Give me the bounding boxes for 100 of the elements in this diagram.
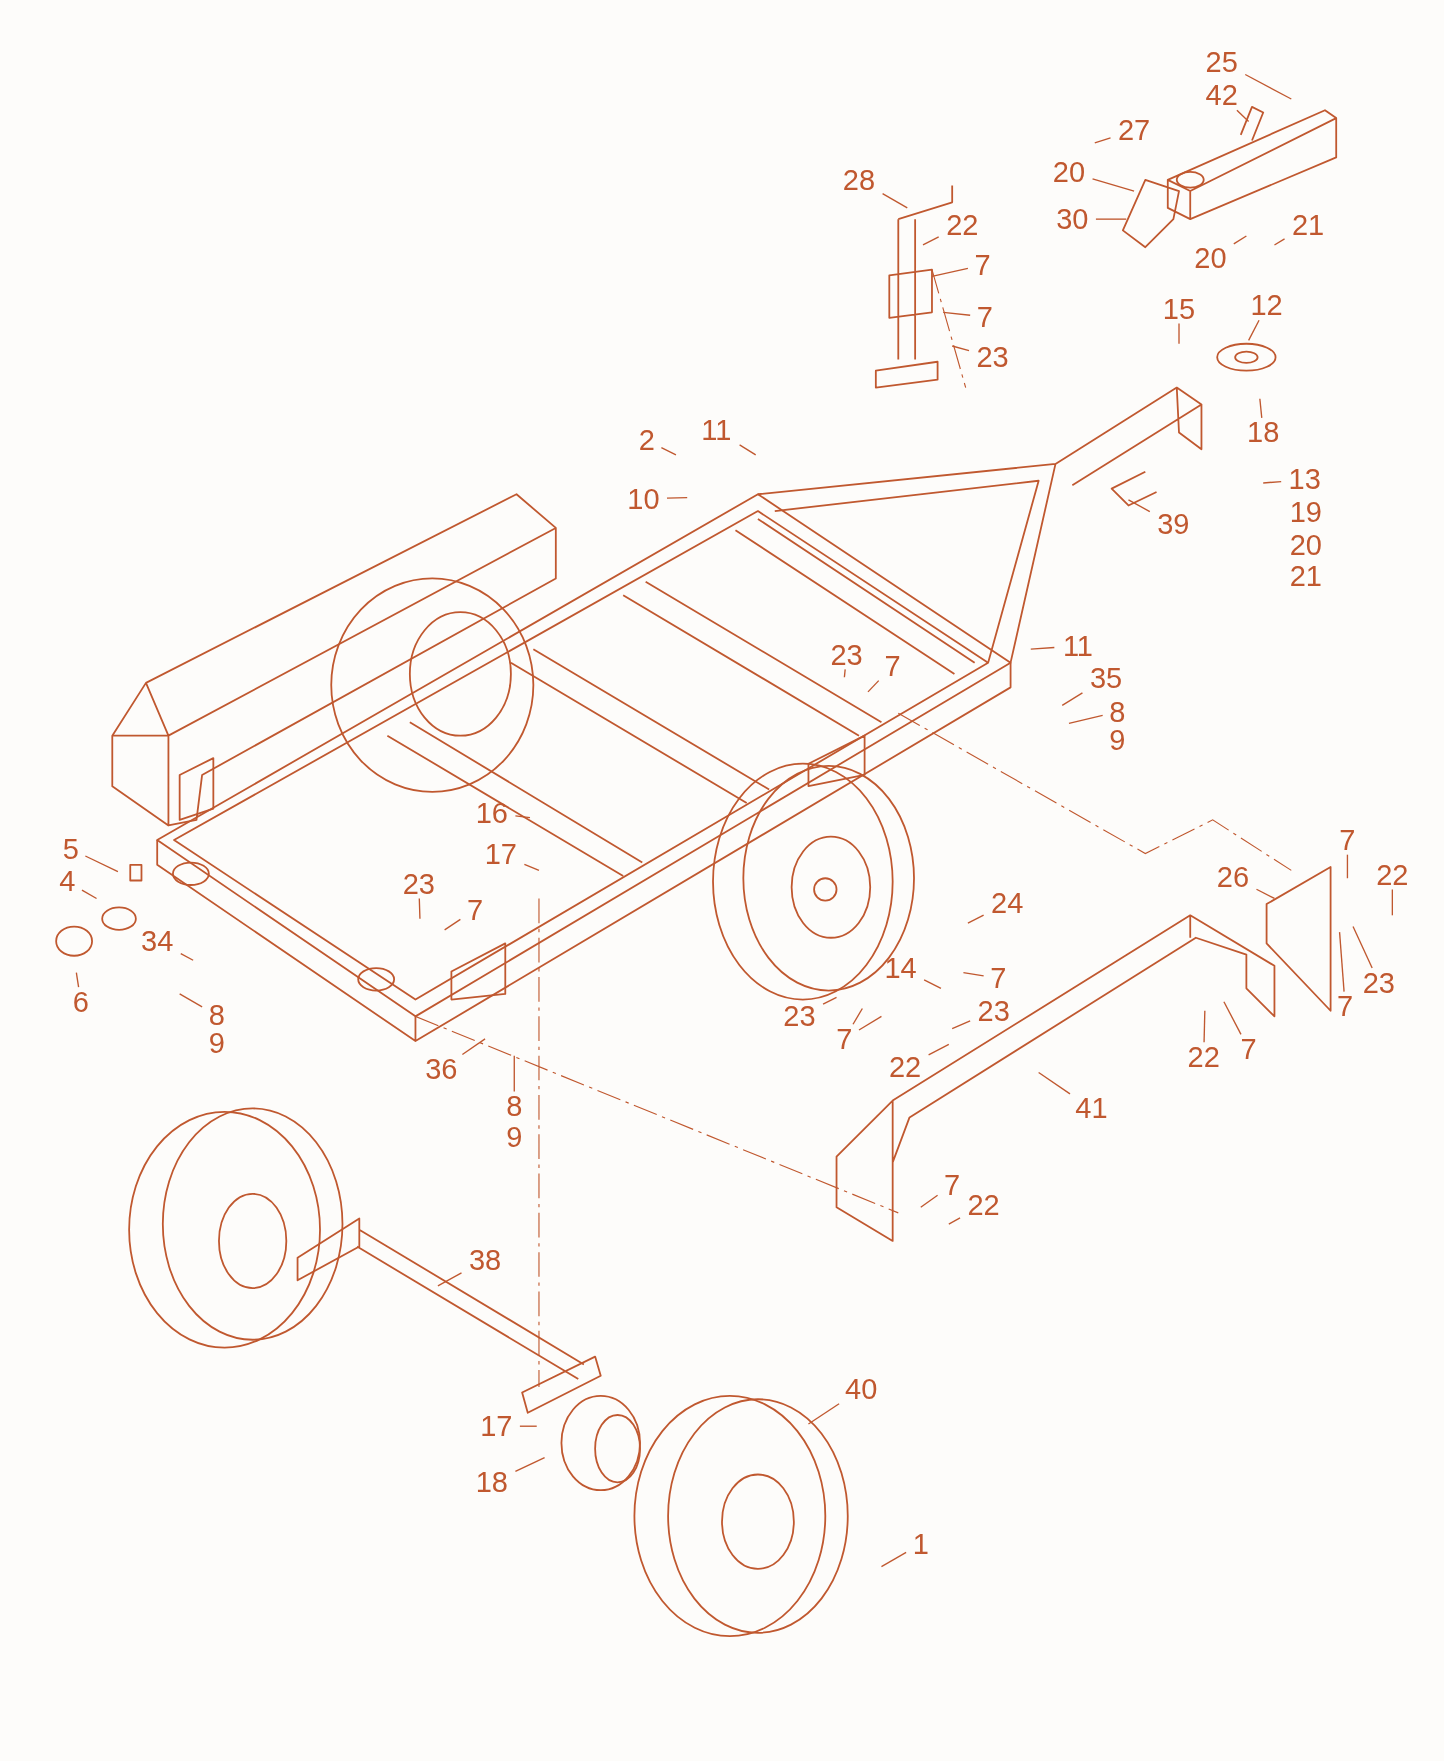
leader-line <box>179 993 203 1008</box>
callout-number: 13 <box>1288 464 1321 494</box>
leader-line <box>927 1043 950 1056</box>
leader-line <box>660 446 677 456</box>
leader-line <box>922 236 940 246</box>
callout-number: 20 <box>1289 530 1322 560</box>
leader-line <box>443 918 462 931</box>
callout-number: 40 <box>845 1374 878 1404</box>
callout-number: 7 <box>990 963 1007 993</box>
leader-line <box>75 971 80 988</box>
leader-line <box>1352 925 1373 969</box>
callout-number: 8 <box>506 1091 523 1121</box>
leader-line <box>822 996 838 1005</box>
callout-number: 18 <box>1247 417 1280 447</box>
callout-number: 38 <box>468 1245 502 1275</box>
callout-number: 9 <box>506 1122 523 1152</box>
callout-number: 23 <box>783 1001 816 1031</box>
leader-line <box>84 855 119 873</box>
leader-line <box>1037 1071 1071 1095</box>
leader-line <box>923 979 942 989</box>
leader-line <box>1255 888 1276 900</box>
callout-number: 35 <box>1089 663 1123 693</box>
callout-number: 7 <box>1240 1034 1257 1064</box>
leader-line <box>1346 854 1349 879</box>
callout-number: 17 <box>484 840 517 869</box>
leader-line <box>1262 480 1282 484</box>
leader-line <box>437 1272 463 1287</box>
callout-number: 7 <box>1337 991 1354 1021</box>
leader-line <box>867 679 880 693</box>
callout-number: 25 <box>1205 47 1238 77</box>
callout-number: 42 <box>1205 80 1238 110</box>
callout-number: 19 <box>1289 497 1322 527</box>
callout-number: 34 <box>141 926 174 956</box>
leader-line <box>931 267 969 278</box>
callout-number: 23 <box>402 869 435 899</box>
leader-line <box>858 1015 883 1031</box>
leader-line <box>513 1055 515 1093</box>
leader-line <box>81 889 98 900</box>
leader-line <box>514 1456 546 1472</box>
callout-number: 7 <box>976 302 993 332</box>
leader-line <box>1178 322 1180 345</box>
leader-line <box>1030 646 1056 650</box>
leader-line <box>942 311 971 316</box>
callout-number: 7 <box>974 250 991 280</box>
callout-number: 22 <box>888 1052 922 1082</box>
callout-number: 36 <box>425 1054 458 1084</box>
callout-number: 15 <box>1162 294 1196 324</box>
callout-number: 17 <box>480 1411 513 1441</box>
callout-number: 1 <box>912 1529 929 1559</box>
leader-line <box>738 444 757 456</box>
callout-number: 39 <box>1157 509 1190 539</box>
callout-number: 10 <box>627 484 660 514</box>
leader-line <box>1391 888 1394 916</box>
callout-number: 11 <box>701 415 732 445</box>
callout-number: 23 <box>977 996 1010 1026</box>
callout-number: 4 <box>59 866 76 896</box>
callout-number: 23 <box>1362 968 1395 997</box>
leader-line <box>1273 238 1286 246</box>
callout-number: 8 <box>208 1000 225 1030</box>
leader-line <box>951 1020 971 1030</box>
callout-number: 6 <box>72 987 89 1017</box>
callout-number: 12 <box>1250 290 1283 320</box>
callout-number: 23 <box>830 640 863 670</box>
callout-number: 27 <box>1117 115 1151 145</box>
leader-line <box>1247 319 1260 342</box>
callout-number: 5 <box>62 834 79 864</box>
leader-line <box>1127 499 1151 513</box>
callout-number: 23 <box>976 342 1009 372</box>
callout-number: 7 <box>944 1170 961 1200</box>
callout-number: 9 <box>1109 725 1126 755</box>
callout-number: 22 <box>967 1190 1000 1220</box>
leader-line <box>519 1425 538 1427</box>
leader-line <box>514 815 531 819</box>
callout-number: 30 <box>1056 204 1089 234</box>
leader-line <box>1233 235 1248 245</box>
leader-line <box>180 953 194 961</box>
leader-line <box>951 345 970 352</box>
callout-number: 14 <box>884 953 917 983</box>
callout-number: 41 <box>1075 1093 1108 1123</box>
leader-line <box>461 1038 486 1056</box>
callout-number: 16 <box>475 798 508 828</box>
leader-line <box>1203 1010 1206 1043</box>
leader-line <box>967 914 985 924</box>
leader-line <box>1338 931 1345 993</box>
leader-line <box>880 1551 907 1568</box>
callout-number: 21 <box>1289 561 1322 591</box>
callout-number: 22 <box>1376 860 1409 890</box>
leader-line <box>666 496 688 499</box>
callout-number: 24 <box>991 888 1024 918</box>
leader-line <box>1061 692 1084 706</box>
leader-line <box>852 1007 864 1025</box>
leader-line <box>1223 1001 1242 1035</box>
callout-number: 7 <box>1339 825 1356 855</box>
leader-line <box>1244 73 1292 100</box>
callout-number: 11 <box>1062 631 1093 661</box>
callout-number: 28 <box>842 165 876 195</box>
callout-number: 7 <box>884 651 901 681</box>
leader-line <box>418 897 421 920</box>
leader-line <box>1091 178 1135 192</box>
leader-line <box>1236 109 1250 123</box>
